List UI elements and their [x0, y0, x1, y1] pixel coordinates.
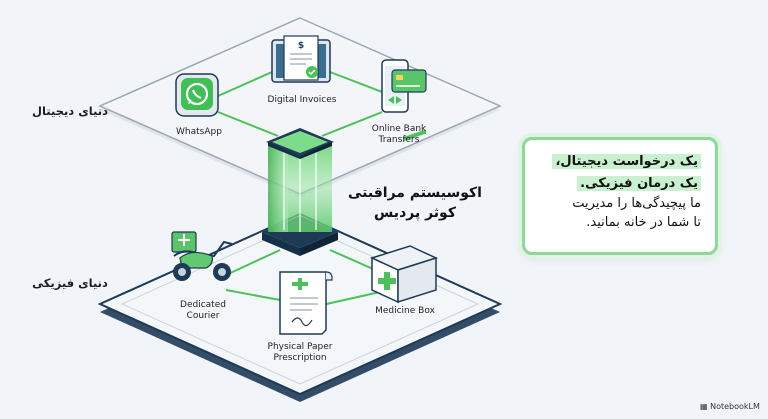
- callout-line4: تا شما در خانه بمانید.: [586, 215, 701, 230]
- digital-connections: [217, 71, 383, 137]
- prescription-label-line1: Physical Paper: [267, 342, 333, 352]
- ecosystem-title: اکوسیستم مراقبتی کوثر پردیس: [340, 183, 490, 223]
- physical-world-label: دنیای فیزیکی: [32, 276, 108, 290]
- bank-transfer-icon: [381, 59, 427, 113]
- courier-label-line2: Courier: [186, 311, 220, 321]
- prescription-label: Physical Paper Prescription: [250, 342, 350, 364]
- prescription-icon: [279, 271, 333, 335]
- medicine-box-label: Medicine Box: [375, 306, 435, 316]
- medicine-box-icon: [369, 129, 439, 304]
- brand-watermark: ▦ NotebookLM: [700, 402, 760, 411]
- callout-highlight-line1: یک درخواست دیجیتال،: [552, 154, 701, 169]
- prescription-label-line2: Prescription: [273, 353, 327, 363]
- digital-world-label: دنیای دیجیتال: [32, 104, 108, 118]
- bank-transfers-label: Online Bank Transfers: [356, 124, 442, 146]
- ecosystem-title-line2: کوثر پردیس: [374, 205, 456, 221]
- callout-box: یک درخواست دیجیتال، یک درمان فیزیکی. ما …: [522, 137, 718, 255]
- callout-line3: ما پیچیدگی‌ها را مدیریت: [572, 196, 701, 211]
- courier-label: Dedicated Courier: [168, 300, 238, 322]
- whatsapp-icon: [175, 73, 219, 117]
- physical-connections: [225, 249, 381, 306]
- bank-transfers-label-line2: Transfers: [378, 135, 420, 145]
- courier-scooter-icon: [171, 231, 233, 281]
- courier-label-line1: Dedicated: [180, 300, 226, 310]
- notebooklm-logo-icon: ▦: [700, 402, 708, 411]
- svg-text:$: $: [298, 41, 304, 51]
- ecosystem-title-line1: اکوسیستم مراقبتی: [348, 185, 482, 201]
- digital-invoices-label: Digital Invoices: [267, 95, 337, 105]
- invoice-icon: $: [271, 35, 331, 83]
- central-tower: [262, 128, 338, 256]
- whatsapp-label: WhatsApp: [176, 127, 222, 137]
- brand-label: NotebookLM: [710, 402, 760, 411]
- callout-highlight-line2: یک درمان فیزیکی.: [577, 176, 701, 191]
- bank-transfers-label-line1: Online Bank: [371, 124, 427, 134]
